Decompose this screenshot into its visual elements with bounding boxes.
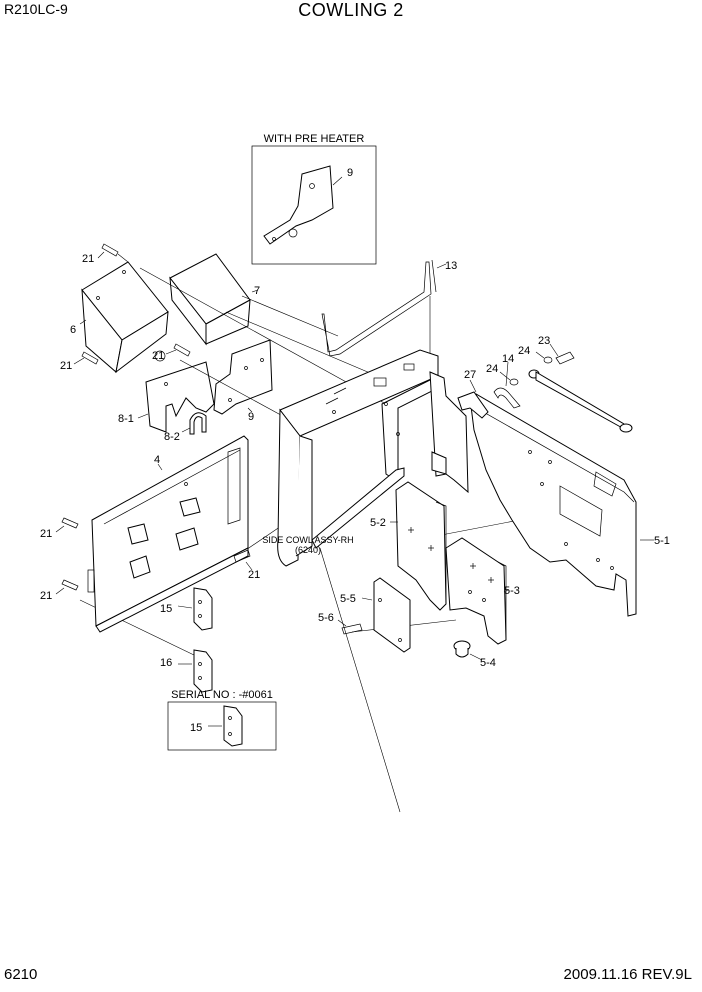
callout-13: 13 <box>445 260 457 272</box>
callout-4: 4 <box>154 454 160 466</box>
callout-15-inset: 15 <box>190 722 202 734</box>
part-23-bolt: 23 <box>538 335 575 365</box>
callout-8-1: 8-1 <box>118 413 134 425</box>
callout-8-2: 8-2 <box>164 431 180 443</box>
part-7-cover-plate: 7 <box>154 253 260 362</box>
part-5-4-knob: 5-4 <box>453 640 496 669</box>
part-16-bracket: 16 <box>160 649 213 693</box>
callout-27: 27 <box>464 369 476 381</box>
callout-9: 9 <box>248 411 254 423</box>
part-6-cover-plate: 6 21 <box>70 243 169 374</box>
part-27-hinge: 27 <box>457 369 489 419</box>
bolt-21-group-left: 21 21 <box>60 343 191 372</box>
serial-number-inset: SERIAL NO : -#0061 15 <box>167 689 277 751</box>
page-number: 6210 <box>4 966 38 983</box>
callout-16: 16 <box>160 657 172 669</box>
part-4-side-door: 4 <box>87 435 249 633</box>
page-title: COWLING 2 <box>298 0 404 20</box>
part-5-5-plate: 5-5 <box>340 577 411 653</box>
callout-6: 6 <box>70 324 76 336</box>
callout-21-right: 21 <box>248 569 260 581</box>
main-frame <box>277 349 469 567</box>
callout-5-5: 5-5 <box>340 593 356 605</box>
callout-24-right: 24 <box>518 345 530 357</box>
part-5-2-panel: 5-2 <box>370 481 447 611</box>
callout-21-left: 21 <box>60 360 72 372</box>
callout-24-left: 24 <box>486 363 498 375</box>
callout-21-top: 21 <box>82 253 94 265</box>
part-5-6-bolt: 5-6 <box>318 612 363 635</box>
revision-date: 2009.11.16 REV.9L <box>563 966 692 983</box>
part-15-bracket: 15 <box>160 587 213 631</box>
bolt-21-group-door: 21 21 21 <box>40 517 260 602</box>
serial-inset-title: SERIAL NO : -#0061 <box>171 689 273 701</box>
pre-heater-inset: WITH PRE HEATER 9 <box>251 133 377 265</box>
callout-5-1: 5-1 <box>654 535 670 547</box>
callout-21-door-top: 21 <box>40 528 52 540</box>
side-cowl-reference: SIDE COWL ASSY-RH (6240) <box>262 535 353 555</box>
part-8-2-clip: 8-2 <box>164 412 207 443</box>
reference-line-1: SIDE COWL ASSY-RH <box>262 535 353 545</box>
callout-7: 7 <box>254 285 260 297</box>
part-24-washers: 24 24 <box>486 345 553 386</box>
part-14-clip: 14 <box>493 353 521 409</box>
part-5-3-panel: 5-3 <box>445 537 520 645</box>
callout-9-inset: 9 <box>347 167 353 179</box>
reference-line-2: (6240) <box>295 545 321 555</box>
callout-21-door-bottom: 21 <box>40 590 52 602</box>
stay-rod <box>528 369 633 433</box>
callout-5-6: 5-6 <box>318 612 334 624</box>
callout-15: 15 <box>160 603 172 615</box>
callout-21-mid: 21 <box>152 350 164 362</box>
callout-5-4: 5-4 <box>480 657 496 669</box>
callout-5-2: 5-2 <box>370 517 386 529</box>
part-9-panel: 9 <box>213 339 273 423</box>
pre-heater-inset-title: WITH PRE HEATER <box>264 133 365 145</box>
callout-14: 14 <box>502 353 514 365</box>
model-name: R210LC-9 <box>4 1 68 17</box>
callout-5-3: 5-3 <box>504 585 520 597</box>
callout-23: 23 <box>538 335 550 347</box>
part-8-1-bracket: 8-1 <box>118 361 215 433</box>
